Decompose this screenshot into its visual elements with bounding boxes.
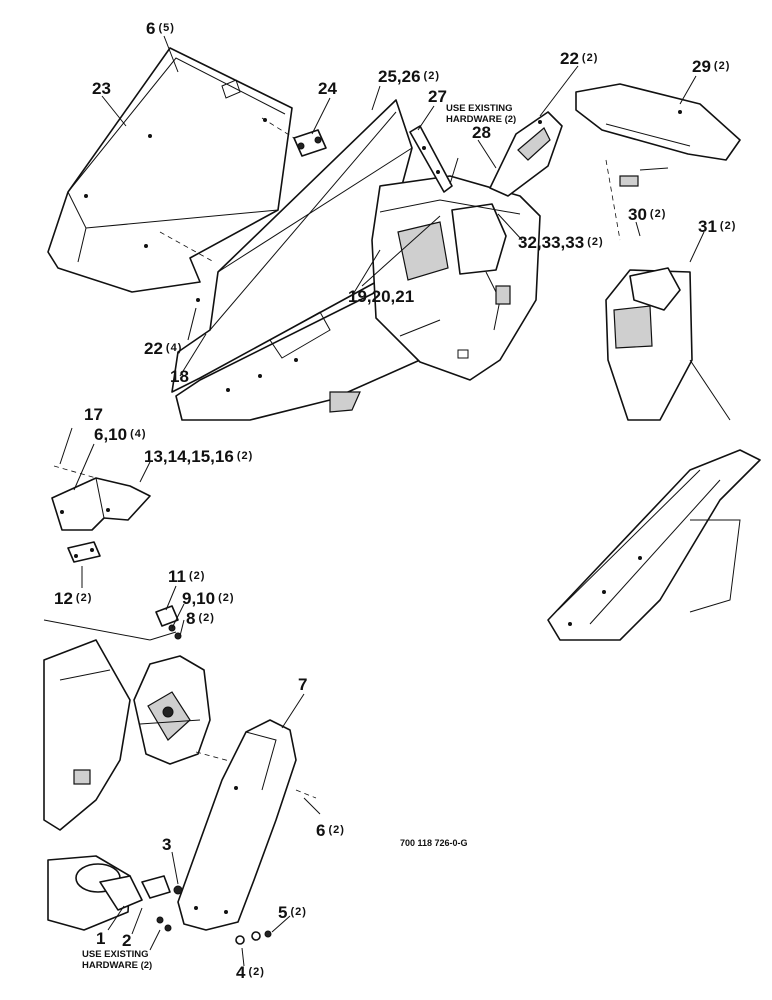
hardware-parts-3-5	[156, 885, 272, 945]
callout-24: 24	[318, 79, 337, 98]
shield-part-23	[47, 47, 293, 293]
callout-18: 18	[170, 367, 189, 386]
callout-22-2: 22(2)	[560, 49, 599, 68]
bracket-part-24	[261, 117, 327, 157]
callout-32-33: 32,33,33(2)	[518, 233, 604, 252]
curved-shield-part-17	[51, 465, 151, 531]
callout-29: 29(2)	[692, 57, 731, 76]
plate-part-27	[409, 125, 453, 193]
frame-panel-part-18	[171, 99, 431, 421]
callout-3: 3	[162, 835, 172, 854]
callout-30: 30(2)	[628, 205, 667, 224]
callout-5: 5(2)	[278, 903, 307, 922]
note-use-existing-hardware-bottom: USE EXISTING HARDWARE (2)	[82, 949, 153, 971]
right-upper-housing	[575, 83, 741, 421]
callout-25-26: 25,26(2)	[378, 67, 440, 86]
lower-left-frame	[43, 619, 171, 931]
callout-7: 7	[298, 675, 308, 694]
leader-lines	[59, 35, 705, 967]
callout-8: 8(2)	[186, 609, 215, 628]
callout-27: 27	[428, 87, 447, 106]
callout-22-4: 22(4)	[144, 339, 183, 358]
callout-6-5: 6(5)	[146, 19, 175, 38]
callout-1: 1	[96, 929, 106, 948]
callout-4: 4(2)	[236, 963, 265, 982]
plate-part-12	[67, 541, 101, 563]
callout-31: 31(2)	[698, 217, 737, 236]
hardware-parts-8-11	[149, 605, 182, 641]
chain-guard-part-7	[177, 719, 317, 931]
callout-6-10: 6,10(4)	[94, 425, 147, 444]
callout-12: 12(2)	[54, 589, 93, 608]
callout-2: 2	[122, 931, 132, 950]
right-frame-beam	[547, 449, 761, 641]
sprocket-assembly	[133, 655, 249, 767]
callout-6-2: 6(2)	[316, 821, 345, 840]
callout-17: 17	[84, 405, 103, 424]
callout-23: 23	[92, 79, 111, 98]
note-use-existing-hardware-top: USE EXISTING HARDWARE (2)	[446, 103, 517, 125]
gearbox-assembly	[351, 175, 541, 381]
callout-19-20-21: 19,20,21	[348, 287, 415, 306]
callout-11: 11(2)	[168, 567, 206, 586]
cover-part-28	[489, 111, 563, 197]
callout-28: 28	[472, 123, 491, 142]
callout-13-16: 13,14,15,16(2)	[144, 447, 254, 466]
drawing-number: 700 118 726-0-G	[400, 838, 468, 848]
callout-9-10: 9,10(2)	[182, 589, 235, 608]
